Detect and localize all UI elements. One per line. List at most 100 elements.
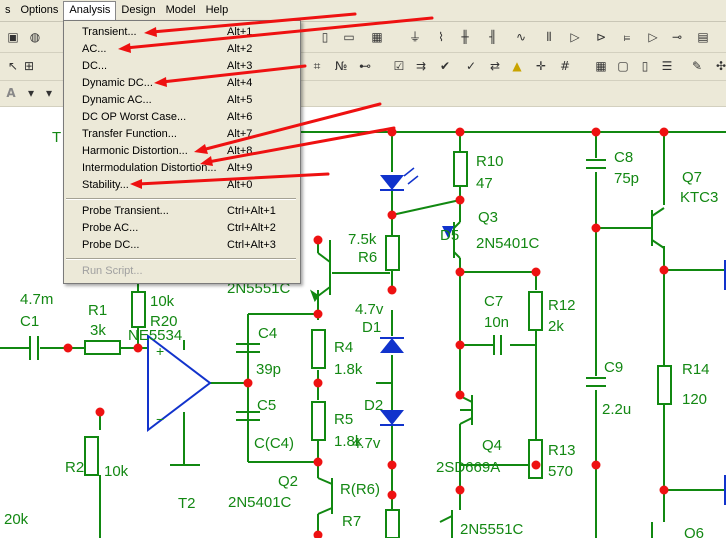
dropdown-icon[interactable]: ▾	[45, 86, 53, 100]
capacitor-icon[interactable]: ╫	[461, 30, 469, 44]
resistor-r7[interactable]	[385, 509, 400, 538]
transistor-icon[interactable]: ⊳	[595, 30, 607, 44]
menu-design[interactable]: Design	[121, 4, 156, 16]
flip-icon[interactable]: ⇉	[415, 59, 427, 73]
resistors	[84, 151, 672, 538]
menu-item-shortcut: Ctrl+Alt+1	[227, 205, 276, 217]
zener-d1[interactable]	[380, 338, 404, 353]
menu-item-label: Dynamic AC...	[82, 94, 152, 106]
resistor-r1[interactable]	[84, 340, 121, 355]
macro-icon[interactable]: ▤	[697, 30, 709, 44]
inductor-icon[interactable]: ∿	[515, 30, 527, 44]
menu-item-transient[interactable]: Transient... Alt+1	[64, 24, 300, 41]
label-r2-value: 10k	[104, 463, 129, 480]
check-icon[interactable]: ✔	[439, 59, 451, 73]
warning-icon[interactable]: ▲	[512, 59, 522, 73]
capacitor-c7[interactable]	[493, 335, 502, 355]
swap-icon[interactable]: ⇄	[489, 59, 501, 73]
pin-connection-icon[interactable]: ⊷	[359, 59, 371, 73]
document-icon[interactable]: ▯	[641, 59, 649, 73]
resistor-r5[interactable]	[311, 401, 326, 441]
diode-icon[interactable]: ▷	[570, 30, 580, 44]
label-r6: R6	[358, 249, 377, 266]
resistor-r14[interactable]	[657, 365, 672, 405]
transistor-q3[interactable]	[453, 221, 461, 259]
transformer-icon[interactable]: ⫴	[546, 30, 552, 44]
opamp-ne5534[interactable]: + −	[147, 333, 212, 433]
resistor-r2[interactable]	[84, 436, 99, 476]
table-icon[interactable]: ▦	[595, 59, 607, 73]
capacitor-c8[interactable]	[586, 159, 606, 169]
menu-item-intermodulation-distortion[interactable]: Intermodulation Distortion... Alt+9	[64, 160, 300, 177]
menu-item-dc[interactable]: DC... Alt+3	[64, 58, 300, 75]
label-r10: R10	[476, 153, 504, 170]
menu-item-run-script[interactable]: Run Script...	[64, 263, 300, 280]
zener-d2[interactable]	[380, 410, 404, 425]
list-icon[interactable]: ☰	[661, 59, 673, 73]
transistor-q7[interactable]	[651, 207, 665, 249]
capacitor-c1[interactable]	[29, 336, 39, 360]
resistor-r20[interactable]	[131, 291, 146, 328]
capacitor-c9[interactable]	[586, 377, 606, 387]
menu-item-label: Probe DC...	[82, 239, 140, 251]
component-icon[interactable]: ▣	[7, 30, 19, 44]
pointer-icon[interactable]: ↖	[7, 59, 19, 73]
capacitor-polar-icon[interactable]: ╢	[489, 30, 497, 44]
analysis-dropdown-menu: Transient... Alt+1 AC... Alt+2 DC... Alt…	[63, 20, 301, 284]
resistor-r6[interactable]	[385, 235, 400, 271]
menu-item-shortcut: Alt+7	[227, 128, 253, 140]
menu-item-harmonic-distortion[interactable]: Harmonic Distortion... Alt+8	[64, 143, 300, 160]
label-q7-type: KTC3	[680, 189, 718, 206]
wire-mode-icon[interactable]: ⌗	[313, 59, 321, 73]
resistor-icon[interactable]: ⌇	[438, 30, 444, 44]
menu-item-dc-op-worst-case[interactable]: DC OP Worst Case... Alt+6	[64, 109, 300, 126]
menu-item-ac[interactable]: AC... Alt+2	[64, 41, 300, 58]
menu-item-stability[interactable]: Stability... Alt+0	[64, 177, 300, 194]
grid-text-icon[interactable]: ☑	[393, 59, 405, 73]
globe-icon[interactable]: ◍	[29, 30, 41, 44]
font-icon[interactable]: A	[6, 86, 16, 100]
menu-item-label: DC...	[82, 60, 108, 72]
menu-item-dynamic-dc[interactable]: Dynamic DC... Alt+4	[64, 75, 300, 92]
page-copy-icon[interactable]: ▢	[617, 59, 629, 73]
label-c9: C9	[604, 359, 623, 376]
resistor-r10[interactable]	[453, 151, 468, 187]
menu-analysis[interactable]: Analysis	[63, 0, 117, 21]
label-r6-value: 7.5k	[348, 231, 377, 248]
mosfet-icon[interactable]: ⫢	[623, 30, 631, 44]
find-icon[interactable]: ✎	[691, 59, 703, 73]
opamp-icon[interactable]: ▷	[648, 30, 658, 44]
diode-d5[interactable]	[442, 226, 454, 238]
menu-item-probe-ac[interactable]: Probe AC... Ctrl+Alt+2	[64, 220, 300, 237]
move-icon[interactable]: ✛	[535, 59, 547, 73]
menu-options[interactable]: Options	[20, 4, 59, 16]
label-c4-value: 39p	[256, 361, 281, 378]
menu-item-dynamic-ac[interactable]: Dynamic AC... Alt+5	[64, 92, 300, 109]
svg-text:+: +	[156, 343, 164, 359]
label-r2: R2	[65, 459, 84, 476]
transistor-q2[interactable]	[317, 477, 333, 515]
font-size-icon[interactable]: ▾	[27, 86, 35, 100]
menu-item-transfer-function[interactable]: Transfer Function... Alt+7	[64, 126, 300, 143]
menu-item-probe-transient[interactable]: Probe Transient... Ctrl+Alt+1	[64, 203, 300, 220]
switch-icon[interactable]: ⊸	[671, 30, 683, 44]
grid-icon[interactable]: #	[559, 59, 571, 73]
probe-icon[interactable]: ✓	[465, 59, 477, 73]
label-r13-value: 570	[548, 463, 573, 480]
node-numbers-icon[interactable]: №	[334, 59, 348, 73]
resistor-r12[interactable]	[528, 291, 543, 331]
expand-icon[interactable]: ✣	[715, 59, 726, 73]
transistor-q-2n5551-bottom[interactable]	[439, 510, 453, 538]
transistor-q-2n5551-top[interactable]	[317, 252, 331, 297]
menu-item-label: Harmonic Distortion...	[82, 145, 188, 157]
label-d5: D5	[440, 227, 459, 244]
menu-item-shortcut: Alt+3	[227, 60, 253, 72]
hierarchy-icon[interactable]: ⊞	[23, 59, 35, 73]
menu-tools-partial[interactable]: s	[5, 4, 11, 16]
resistor-r13[interactable]	[528, 439, 543, 479]
led-diode[interactable]	[380, 175, 404, 190]
resistor-r4[interactable]	[311, 329, 326, 369]
menu-item-probe-dc[interactable]: Probe DC... Ctrl+Alt+3	[64, 237, 300, 254]
label-r1: R1	[88, 302, 107, 319]
